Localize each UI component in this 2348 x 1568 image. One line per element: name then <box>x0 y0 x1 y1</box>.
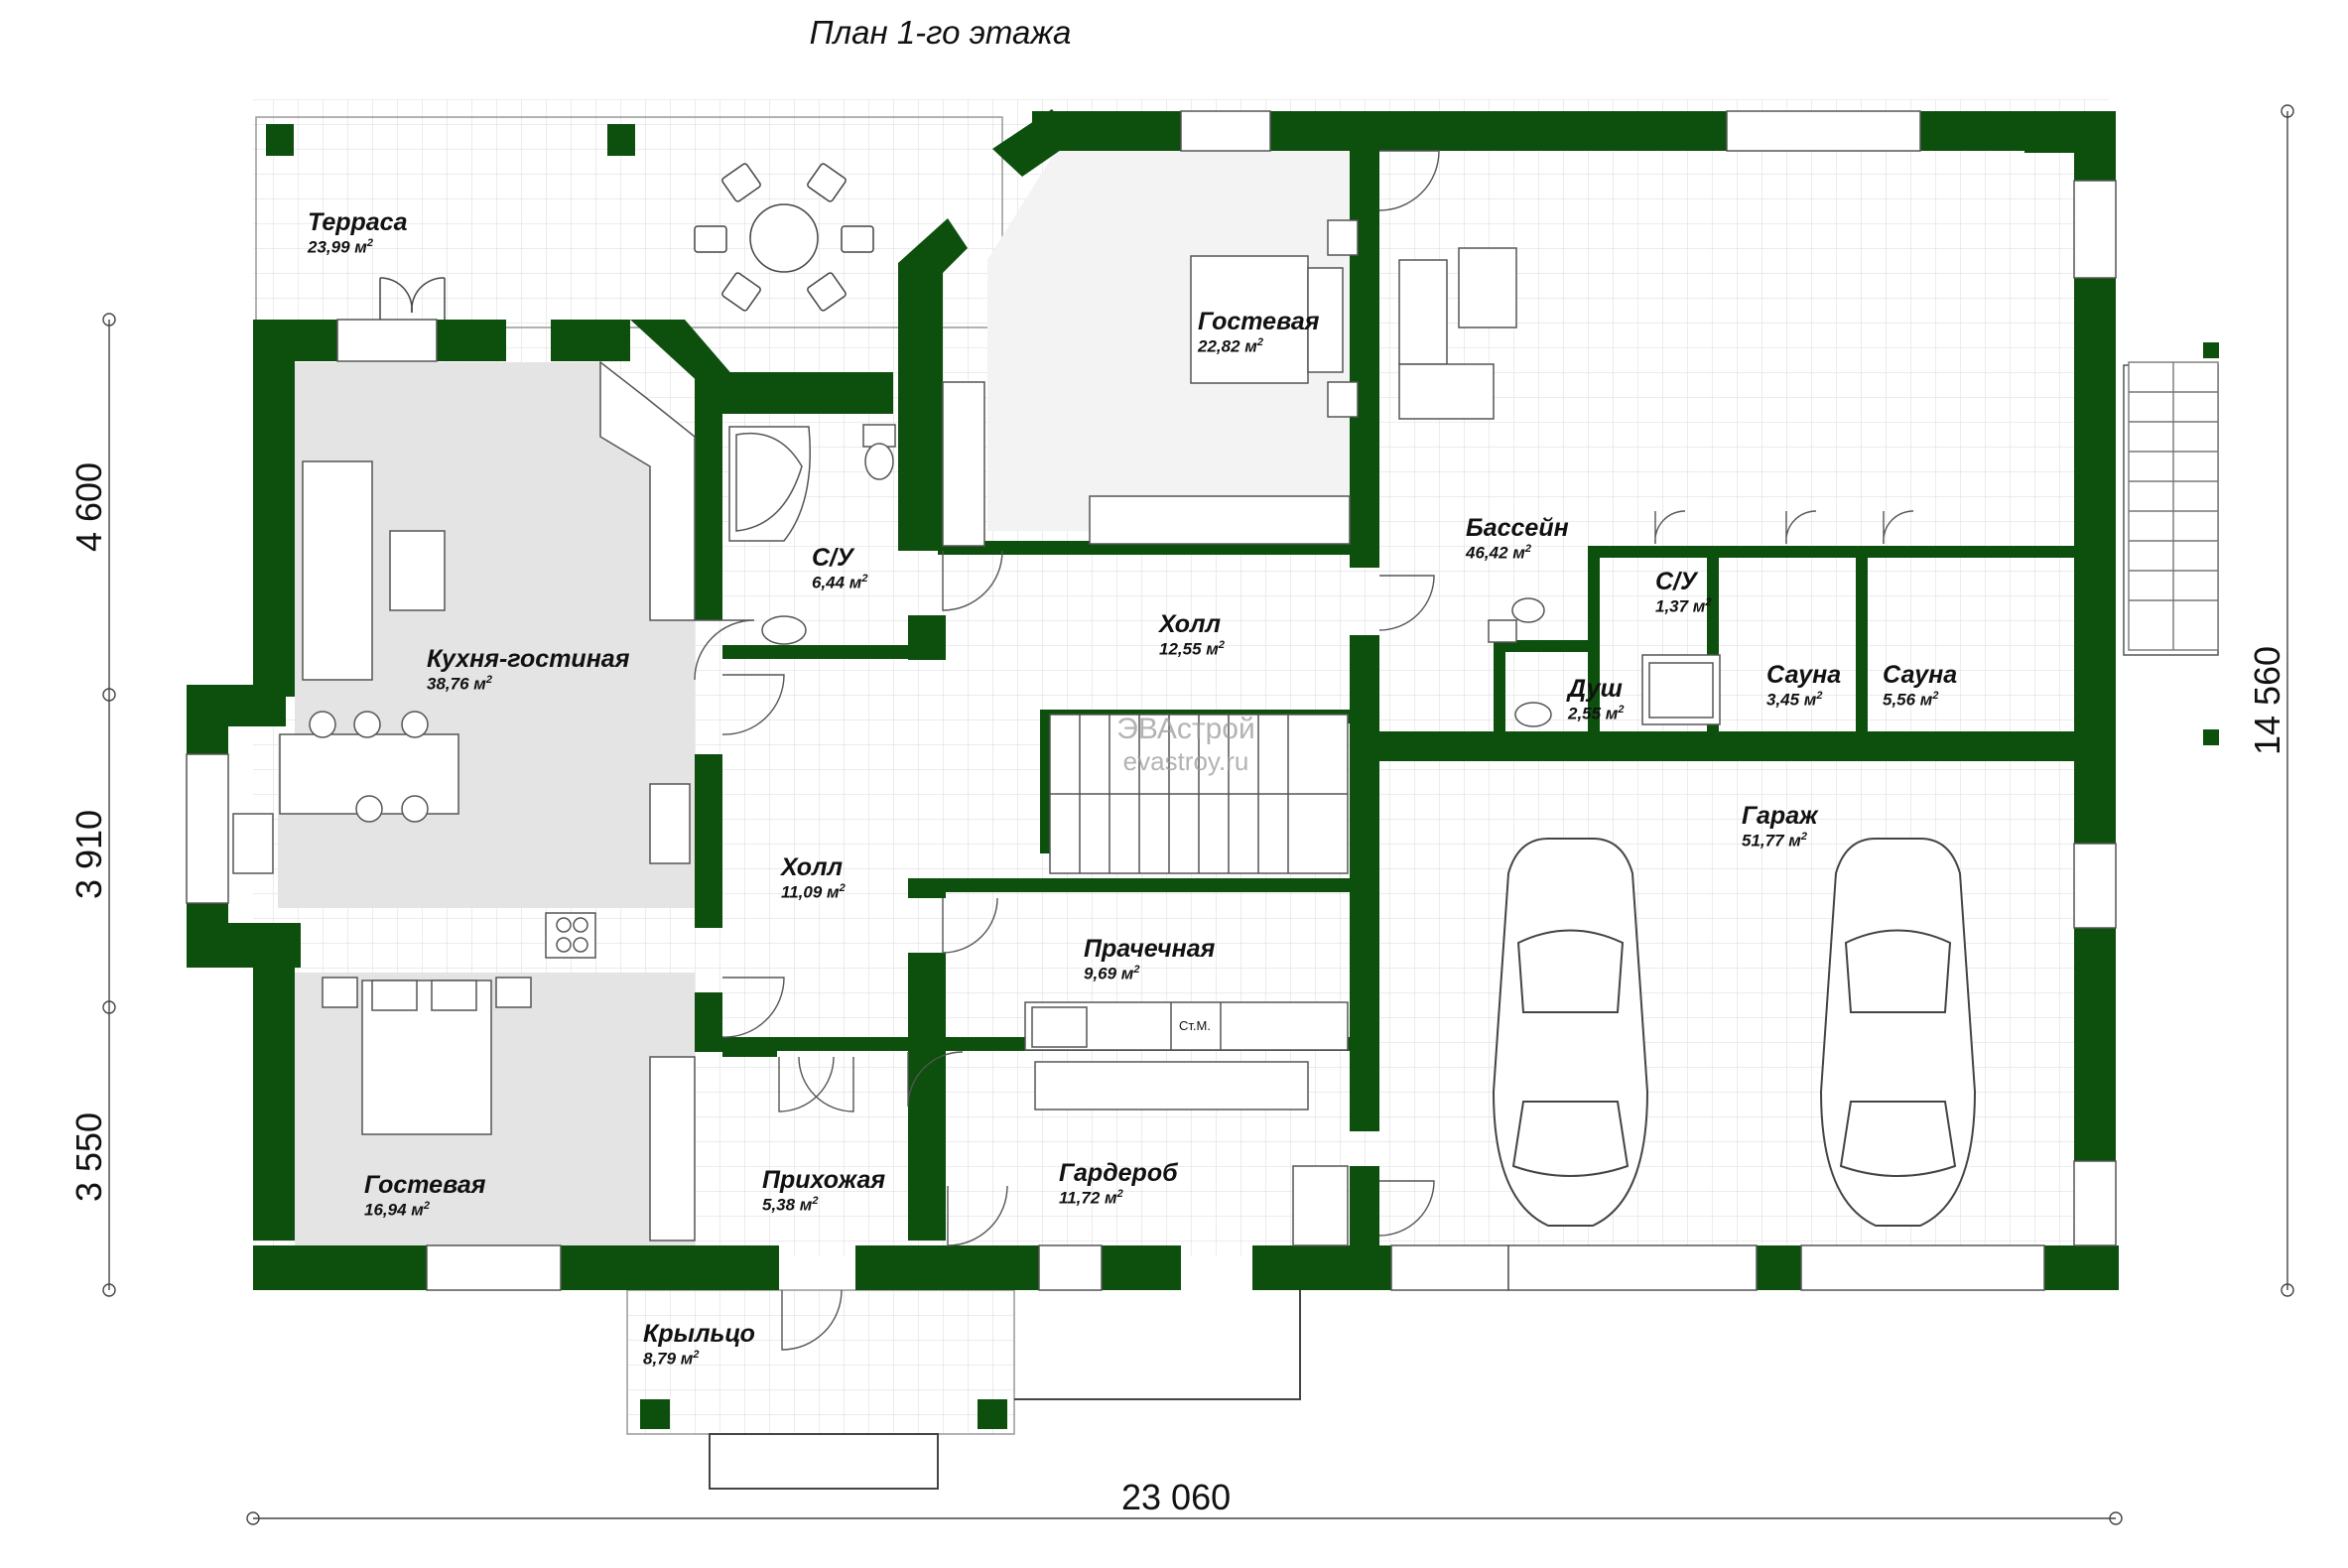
laundry-counter <box>1024 1001 1349 1246</box>
laundry-note: Ст.М. <box>1179 1018 1211 1033</box>
watermark-brand: ЭВАстрой <box>1116 713 1255 745</box>
dimension-left-bottom: 3 550 <box>68 1111 110 1203</box>
porch-deck <box>626 1289 1015 1435</box>
terrace-table <box>694 163 874 312</box>
porch-railing <box>1014 1290 1301 1400</box>
door-swings <box>694 150 1914 1351</box>
watermark: ЭВАстрой evastroy.ru <box>1097 713 1275 777</box>
terrace-posts <box>266 124 2219 1429</box>
bathroom-fixtures <box>728 424 1721 727</box>
terrace-door <box>379 277 446 320</box>
stairs <box>1049 714 1349 874</box>
guest-room2-fill <box>987 149 1360 531</box>
plan-title: План 1-го этажа <box>809 14 1072 51</box>
cars <box>1492 838 1977 1227</box>
dimension-right-total: 14 560 <box>2247 645 2288 756</box>
guest-room-fill <box>295 973 695 1250</box>
windows <box>186 110 2117 1291</box>
guest1-furniture <box>322 977 696 1241</box>
dimension-left-top: 4 600 <box>68 461 110 553</box>
watermark-site: evastroy.ru <box>1122 746 1249 776</box>
kitchen-furniture <box>232 360 696 959</box>
dimension-lines <box>102 104 2294 1525</box>
exterior-stairs <box>2128 361 2219 651</box>
dimension-left-mid: 3 910 <box>68 809 110 900</box>
porch-step <box>709 1433 939 1490</box>
dimension-bottom-total: 23 060 <box>1121 1477 1232 1517</box>
guest2-furniture <box>942 219 1359 547</box>
